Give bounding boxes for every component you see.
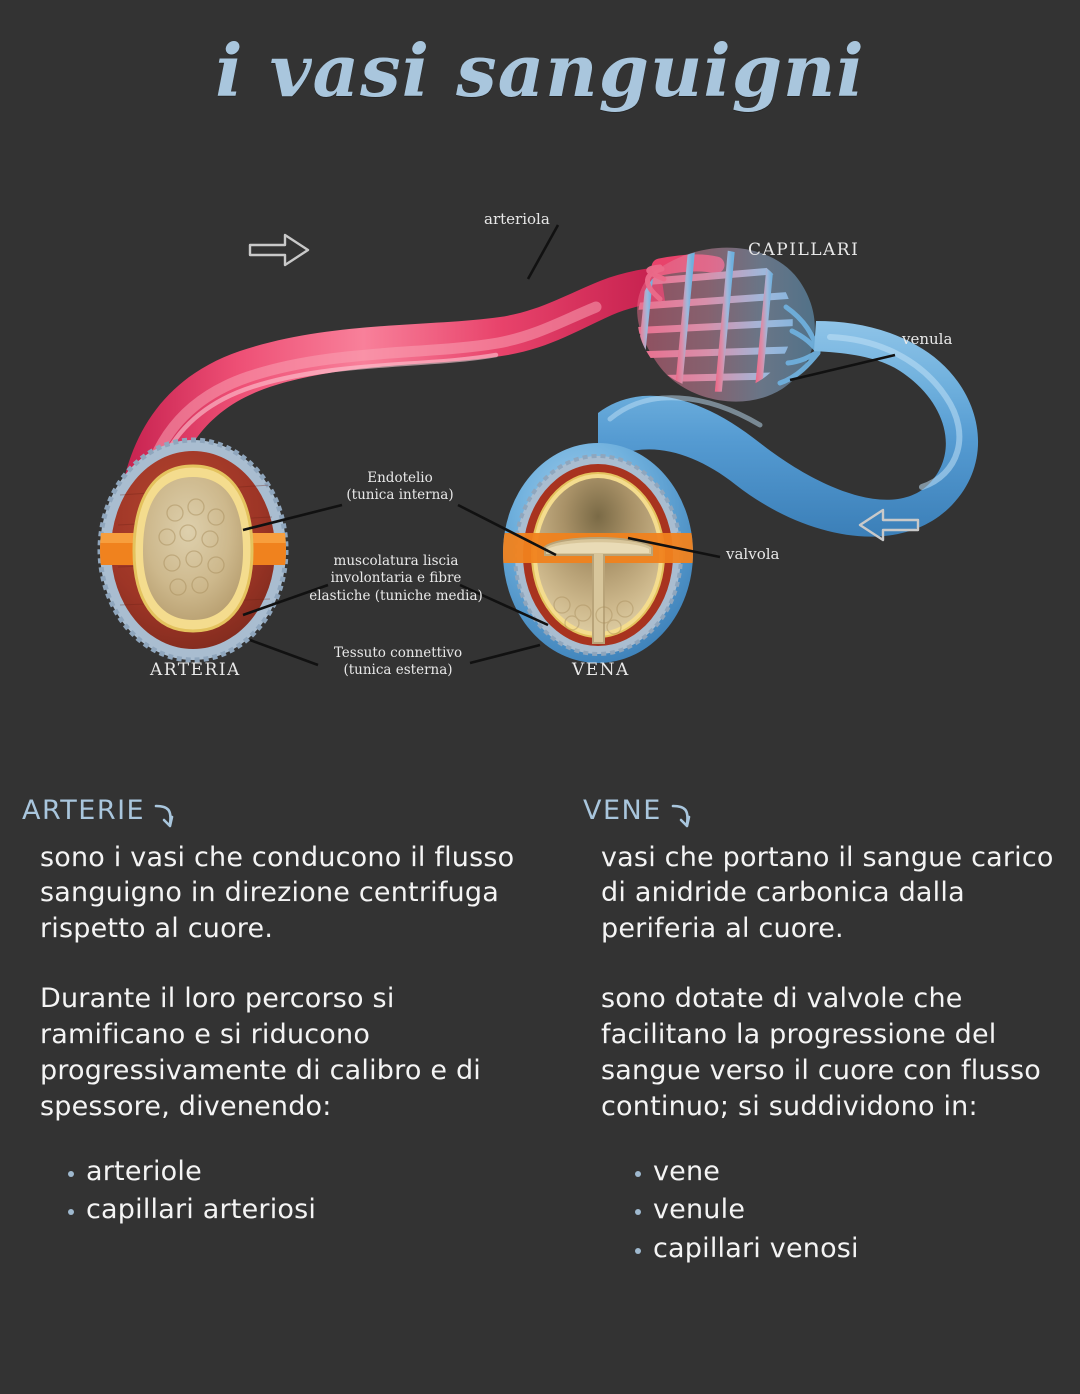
label-tessuto-connettivo: Tessuto connettivo (tunica esterna) xyxy=(333,645,463,679)
vene-paragraph-2: sono dotate di valvole che facilitano la… xyxy=(601,983,1042,1122)
artery-cross-section xyxy=(97,437,289,663)
leader-arteriola xyxy=(526,224,560,280)
label-arteriola: arteriola xyxy=(484,210,550,228)
vein-valve-shape xyxy=(544,537,653,644)
leader-connettivo-vein xyxy=(469,643,541,665)
section-heading-vene: VENE xyxy=(583,795,662,826)
page-title-wrapper: i vasi sanguigni xyxy=(0,28,1080,113)
diagram-illustration xyxy=(97,224,979,667)
label-endotelio: Endotelio (tunica interna) xyxy=(346,470,454,504)
description-columns: ARTERIE sono i vasi che conducono il flu… xyxy=(0,795,1080,1394)
list-item: venule xyxy=(635,1191,1080,1229)
arterie-paragraph-1: sono i vasi che conducono il flusso sang… xyxy=(40,841,515,945)
leader-connettivo-artery xyxy=(249,638,319,667)
label-arteria: ARTERIA xyxy=(150,660,241,680)
vene-paragraph-1: vasi che portano il sangue carico di ani… xyxy=(601,841,1054,945)
hook-arrow-icon xyxy=(671,800,693,830)
leader-endotelio-vein xyxy=(457,503,557,557)
arterie-bullet-list: arteriole capillari arteriosi xyxy=(68,1153,542,1230)
column-vene: VENE vasi che portano il sangue carico d… xyxy=(583,795,1080,1268)
capillary-network xyxy=(637,247,821,402)
vein-cross-section xyxy=(503,443,693,663)
venule-and-vein-tube xyxy=(598,321,979,537)
blood-vessels-diagram: arteriola CAPILLARI venula valvola Endot… xyxy=(0,175,1080,720)
page-title: i vasi sanguigni xyxy=(215,28,865,113)
label-capillari: CAPILLARI xyxy=(748,240,860,260)
arrow-right-arterial-flow xyxy=(248,233,310,267)
leader-venula xyxy=(789,353,896,382)
leader-valvola xyxy=(627,536,721,559)
label-muscolatura: muscolatura liscia involontaria e fibre … xyxy=(309,553,483,604)
leader-endotelio-artery xyxy=(242,503,343,532)
leader-lines xyxy=(242,224,896,667)
list-item: vene xyxy=(635,1153,1080,1191)
vene-bullet-list: vene venule capillari venosi xyxy=(635,1153,1080,1268)
section-heading-arterie: ARTERIE xyxy=(22,795,146,826)
leader-muscolatura-artery xyxy=(242,583,329,617)
vene-heading-row: VENE xyxy=(583,795,1080,830)
label-valvola: valvola xyxy=(726,545,780,563)
label-venula: venula xyxy=(902,330,953,348)
label-vena: VENA xyxy=(572,660,630,680)
list-item: arteriole xyxy=(68,1153,542,1191)
leader-muscolatura-vein xyxy=(459,583,549,627)
column-arterie: ARTERIE sono i vasi che conducono il flu… xyxy=(22,795,542,1230)
list-item: capillari venosi xyxy=(635,1230,1080,1268)
hook-arrow-icon xyxy=(154,800,176,830)
arterie-paragraph-2: Durante il loro percorso si ramificano e… xyxy=(40,983,481,1122)
arterie-heading-row: ARTERIE xyxy=(22,795,542,830)
list-item: capillari arteriosi xyxy=(68,1191,542,1229)
arrow-left-venous-flow xyxy=(858,508,920,542)
